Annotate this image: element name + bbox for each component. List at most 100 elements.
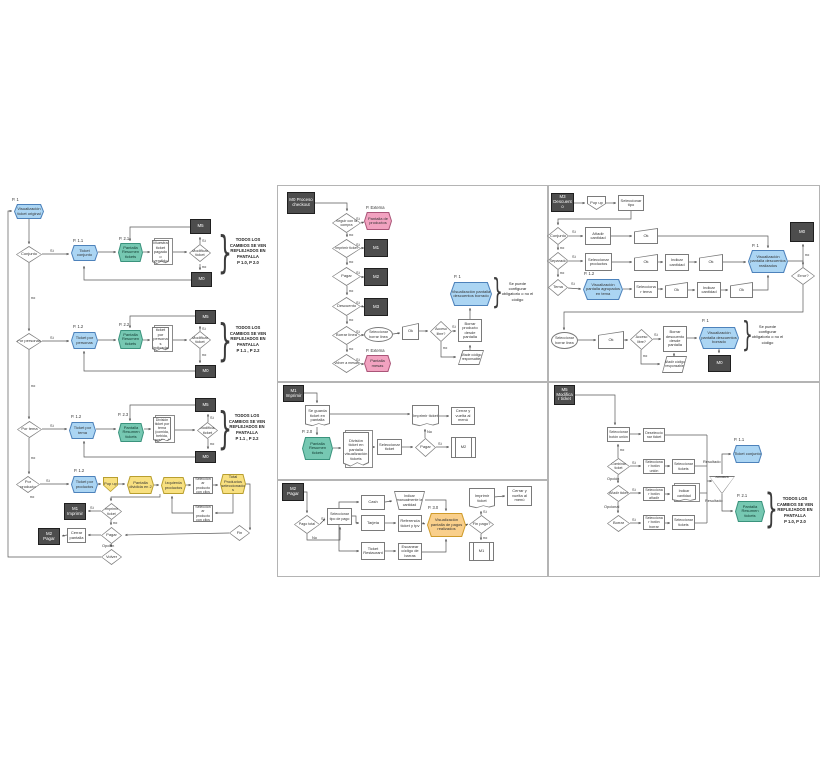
node-seleccionar-borrar-linea-a: Seleccionar borrar línea xyxy=(364,327,393,342)
node-seleccionar-tipo: Seleccionar tipo xyxy=(618,195,644,211)
page-ref-externa-2: P. Externa xyxy=(366,348,385,353)
node-ticket-conjunto-mod: Ticket conjunto xyxy=(733,445,762,463)
decision-pagar-checkout: Pagar xyxy=(332,267,361,286)
decision-pagar-left: Pagar xyxy=(101,527,122,544)
edge-no: no xyxy=(210,441,215,446)
node-total-productos: Total Productos seleccionados xyxy=(220,474,246,494)
edge-si: Sí xyxy=(356,242,360,247)
node-m3-descuento: M3 Descuento xyxy=(551,193,574,212)
doc-indicar-cantidad-mod: Indicar cantidad xyxy=(672,485,696,502)
page-ref-p20: P. 2.0 xyxy=(302,429,313,434)
edge-si: Sí xyxy=(572,254,576,259)
node-m1-imprimir-title: M1 Imprimir xyxy=(283,385,304,402)
edge-si: Sí xyxy=(210,415,214,420)
decision-borrar-linea: Borrar línea xyxy=(332,326,361,345)
edge-no: no xyxy=(202,264,207,269)
node-visualizacion-agrupados-tema: Visualización pantalla agrupados en tema xyxy=(583,279,623,300)
node-m2-pagar-ref: M2 Pagar xyxy=(38,528,60,545)
node-deseleccionar-ticket: Deseleccionar ticket xyxy=(643,428,665,442)
node-pantalla-resumen-tickets-2: Pantalla Resumen tickets xyxy=(118,330,143,349)
edge-no: no xyxy=(113,520,118,525)
node-m3-ref: M3 xyxy=(364,298,388,316)
node-anadir-codigo: Añadir código responsable xyxy=(662,356,687,373)
brace-row3: } xyxy=(218,403,232,454)
page-ref-p12a: P. 1.2 xyxy=(73,324,84,329)
decision-fin: Fin xyxy=(229,525,250,541)
brace-note-a: } xyxy=(492,272,503,312)
page-ref-p22: P. 2.2 xyxy=(119,322,130,327)
edge-no: no xyxy=(560,270,565,275)
decision-por-tema: Por tema xyxy=(17,421,42,438)
decision-descuento-checkout: Descuento xyxy=(332,297,361,316)
note-configurar-b: Se puede configurar obligatorio o no el … xyxy=(751,324,784,345)
node-indicar-cantidad-d2: Indicar cantidad xyxy=(697,282,721,298)
page-ref-p1: P. 1 xyxy=(12,197,19,202)
edge-no: no xyxy=(349,317,354,322)
node-pantalla-resumen-tickets-imp: Pantalla Resumen tickets xyxy=(302,437,333,460)
node-cerrar-pantalla: Cerrar pantalla xyxy=(67,528,86,543)
doc-imprimir-ticket-pago: Imprimir ticket xyxy=(469,488,495,509)
edge-no: no xyxy=(202,352,207,357)
brace-mod: } xyxy=(765,486,778,532)
page-ref-p21-mod: P. 2.1 xyxy=(737,493,748,498)
edge-no: no xyxy=(31,295,36,300)
edge-si: Sí xyxy=(321,516,325,521)
annotation-mod: TODOS LOS CAMBIOS SE VEN REFLEJADOS EN P… xyxy=(776,496,814,524)
edge-no: no xyxy=(349,259,354,264)
node-m5-ref-3: M5 xyxy=(195,398,216,412)
edge-si: Sí xyxy=(356,270,360,275)
doc-division-tema: División ticket por tema (comida, bebida… xyxy=(153,417,171,442)
edge-no: no xyxy=(560,245,565,250)
node-seleccionar-tipo-pago: Seleccionar tipo de pago xyxy=(327,508,352,525)
node-m1-imprimir-ref: M1 Imprimir xyxy=(64,503,86,520)
node-indicar-cantidad-d1: Indicar cantidad xyxy=(665,254,689,271)
decision-acceso-libre-a: Acceso libre? xyxy=(430,321,452,342)
doc-guarda-ticket: Se guarda ticket en pantalla xyxy=(305,405,330,427)
edge-si: Sí xyxy=(632,487,636,492)
node-escanear-codigo: Escanear código de barras xyxy=(398,543,422,560)
edge-si: Sí xyxy=(571,281,575,286)
node-seleccionar-tema: Seleccionar tema xyxy=(634,281,658,298)
node-m2-predefined: M2 xyxy=(451,437,476,458)
node-ok-a1: Ok xyxy=(402,323,419,340)
node-indicar-manual-cantidad: Indicar manualmente la cantidad xyxy=(394,491,425,510)
node-m1-ref: M1 xyxy=(364,239,388,257)
edge-no: no xyxy=(805,252,810,257)
edge-si: Sí xyxy=(632,517,636,522)
node-m5-modificar-title: M5 Modificar ticket xyxy=(554,385,575,405)
node-popup: Pop up xyxy=(103,477,118,492)
node-seleccionar-producto-clics-1: Seleccionar producto con clics xyxy=(193,477,213,494)
edge-no: no xyxy=(30,494,35,499)
decision-separado: Separado xyxy=(547,252,569,270)
node-anade-codigo: Añade código responsable xyxy=(458,350,484,365)
edge-si: Sí xyxy=(438,441,442,446)
panel-imprimir xyxy=(277,381,549,481)
edge-si: Sí xyxy=(202,326,206,331)
decision-tema-desc: Tema xyxy=(548,279,568,296)
node-seleccionar-boton-union-1: Seleccionar botón unión xyxy=(607,427,630,442)
node-seleccionar-boton-borrar: Seleccionar botón borrar xyxy=(643,515,665,530)
edge-si: Sí xyxy=(483,509,487,514)
decision-borrar-mod: Borrar xyxy=(607,515,630,532)
node-ok-d6: Ok xyxy=(598,331,624,349)
edge-no: no xyxy=(349,288,354,293)
doc-division-visualizacion: División ticket en pantalla visualizació… xyxy=(343,432,369,467)
page-ref-externa-1: P. Externa xyxy=(366,205,385,210)
doc-muestra-ticket: Muestra ticket pagado o vendido xyxy=(152,240,169,264)
node-borrar-descuento-pantalla: Borrar descuento desde pantalla xyxy=(663,326,687,352)
node-seleccionar-producto-clics-2: Seleccionar producto con clics xyxy=(193,505,213,522)
edge-resultado: Resultado xyxy=(705,498,723,503)
node-borrar-producto-pantalla: Borrar producto desde pantalla xyxy=(458,319,482,342)
edge-si: Sí xyxy=(356,357,360,362)
decision-anadir-ticket: Añadir ticket xyxy=(607,485,630,502)
node-visualizacion-descuentos-borrado-a: Visualización pantalla descuentos borrad… xyxy=(450,282,492,306)
node-pantalla-mesas: Pantalla mesas xyxy=(364,355,391,372)
decision-modificar-ticket-1: Modificar ticket xyxy=(189,244,211,262)
node-pantalla-productos: Pantalla de productos xyxy=(364,212,392,230)
edge-si: Sí xyxy=(654,332,658,337)
decision-imprimir-ticket-left: Imprimir ticket xyxy=(101,503,122,520)
edge-si: Sí xyxy=(356,300,360,305)
node-ticket-por-personas: Ticket por personas xyxy=(71,332,98,349)
page-ref-p1-desc: P. 1 xyxy=(752,243,759,248)
node-m0-ref-2: M0 xyxy=(195,365,216,378)
